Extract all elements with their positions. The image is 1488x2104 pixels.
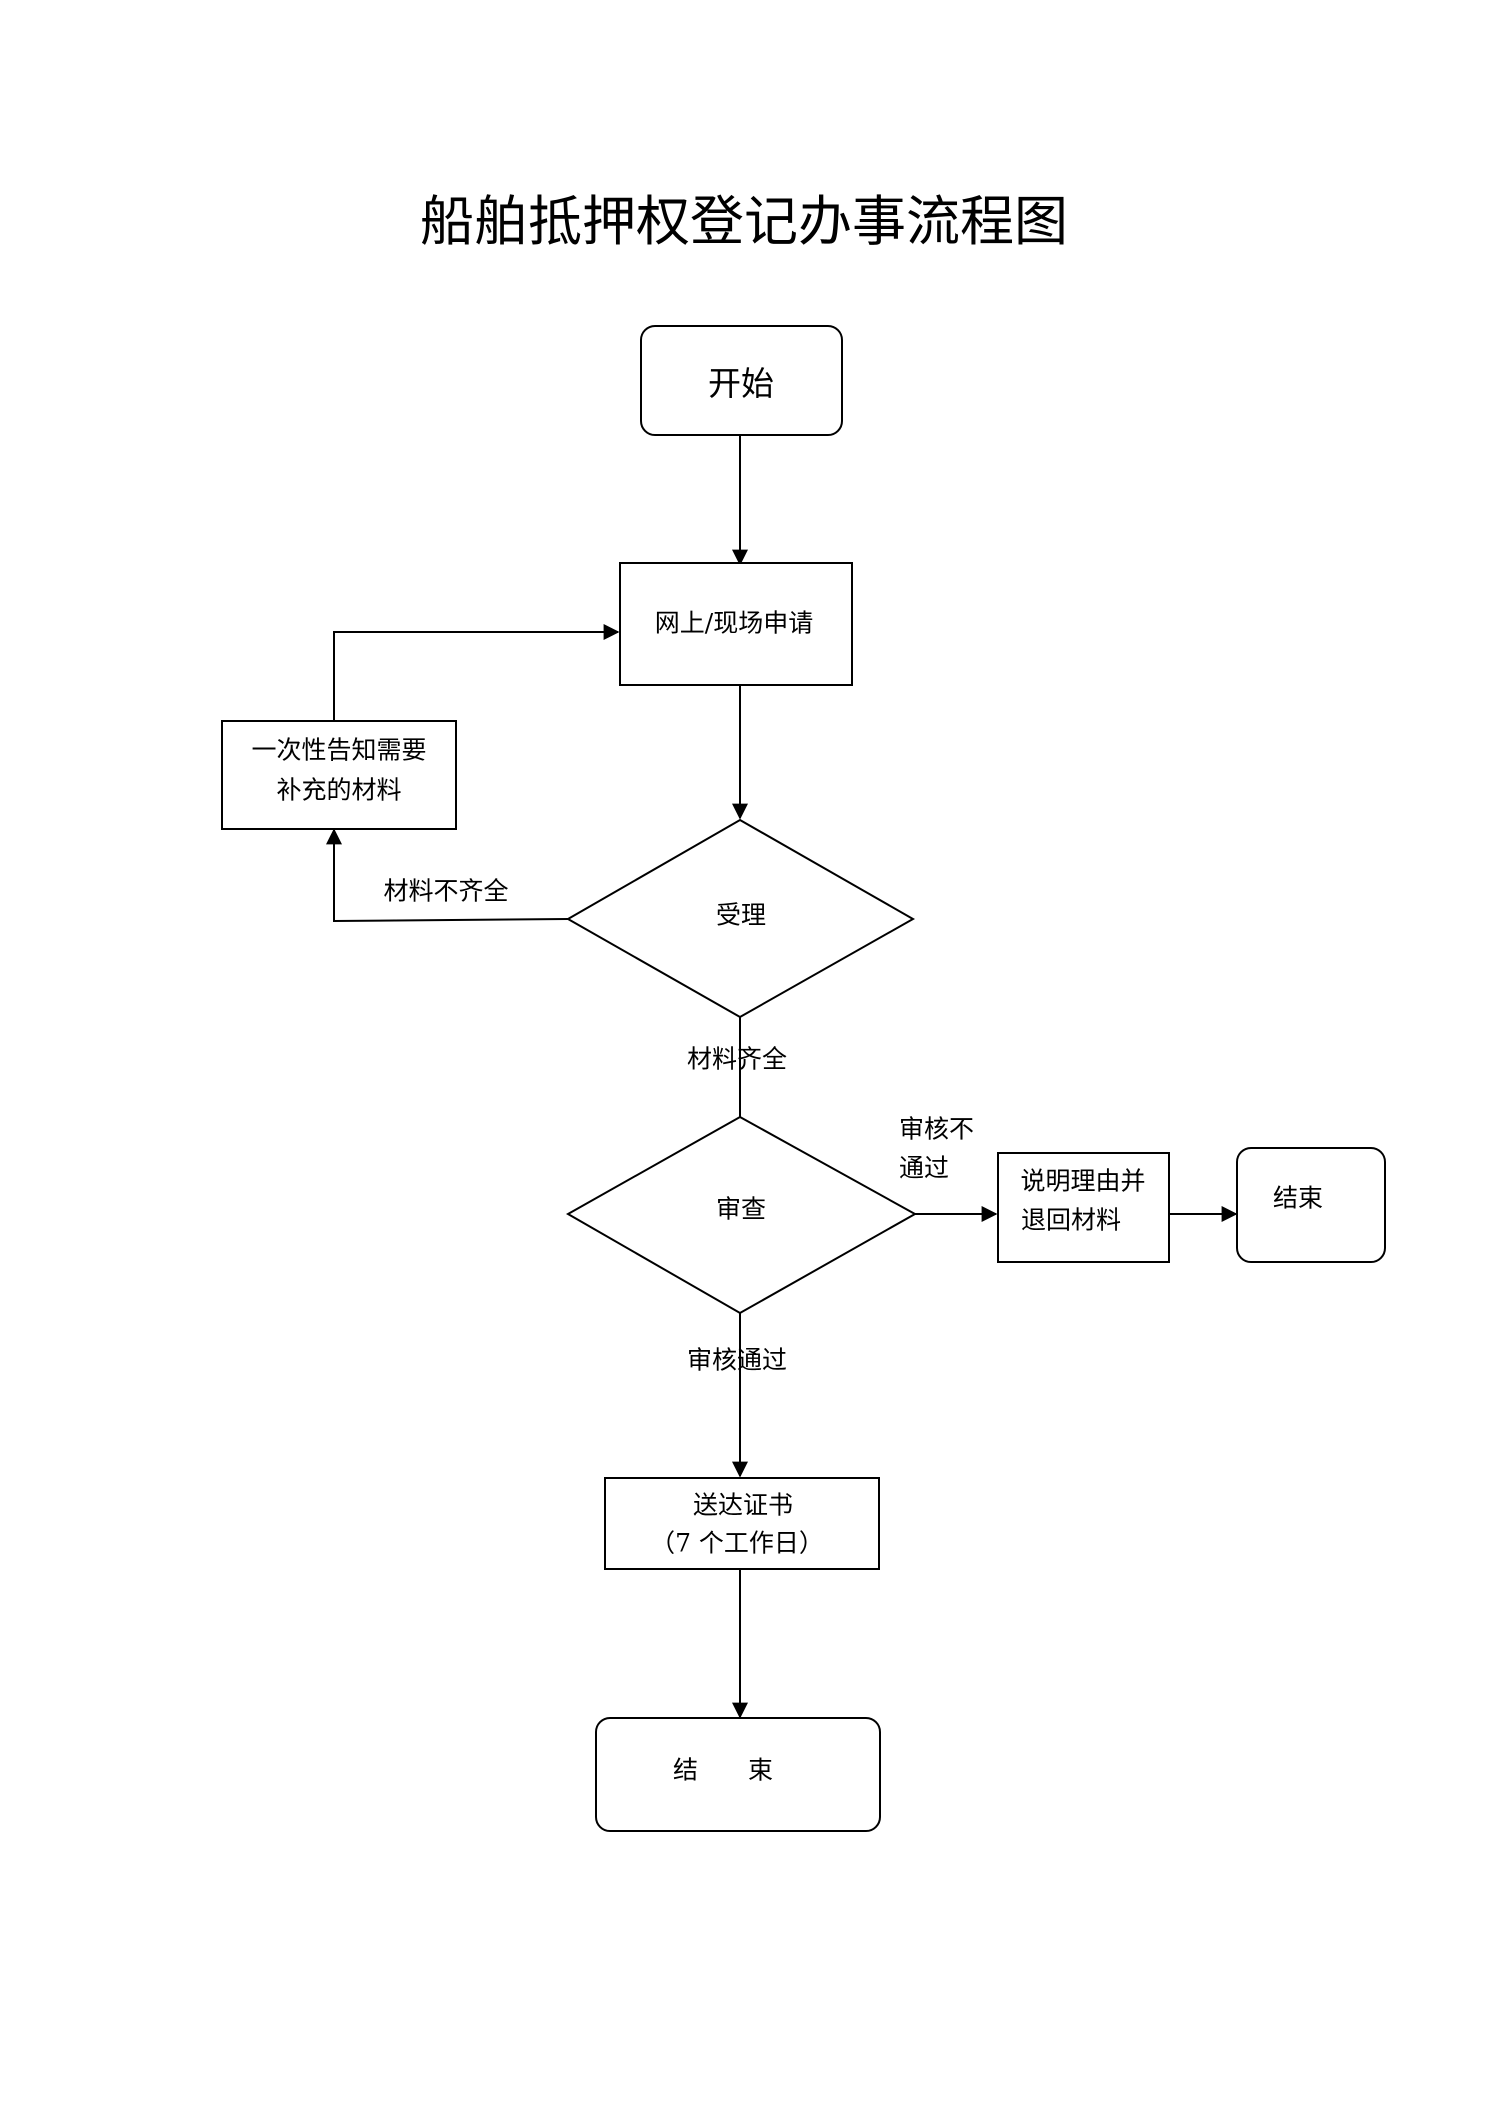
node-end: 结 束 xyxy=(595,1717,881,1832)
edge-accept-to-notify xyxy=(326,828,569,923)
edge-label-pass: 审核通过 xyxy=(687,1346,787,1375)
node-notify-label-line2: 补充的材料 xyxy=(276,776,401,805)
node-apply-label: 网上/现场申请 xyxy=(655,609,813,638)
node-apply: 网上/现场申请 xyxy=(619,562,853,686)
page-title: 船舶抵押权登记办事流程图 xyxy=(420,190,1068,253)
node-deliver: 送达证书 （7 个工作日） xyxy=(604,1477,880,1570)
node-accept-label: 受理 xyxy=(716,901,766,930)
edge-label-complete: 材料齐全 xyxy=(687,1045,787,1074)
node-deliver-label-line1: 送达证书 xyxy=(693,1491,793,1520)
node-notify: 一次性告知需要 补充的材料 xyxy=(221,720,457,830)
node-start: 开始 xyxy=(640,325,843,436)
node-end-label: 结 束 xyxy=(673,1756,773,1785)
edge-label-incomplete: 材料不齐全 xyxy=(383,877,508,906)
node-end-reject-label: 结束 xyxy=(1273,1184,1323,1213)
node-end-reject: 结束 xyxy=(1236,1147,1386,1263)
node-review-label: 审查 xyxy=(716,1195,766,1224)
node-notify-label-line1: 一次性告知需要 xyxy=(251,736,426,765)
node-review: 审查 xyxy=(565,1115,918,1315)
edge-label-fail-line2: 通过 xyxy=(899,1154,949,1183)
node-explain: 说明理由并 退回材料 xyxy=(997,1152,1170,1263)
node-explain-label-line1: 说明理由并 xyxy=(1020,1167,1145,1196)
node-accept: 受理 xyxy=(565,818,916,1019)
node-explain-label-line2: 退回材料 xyxy=(1021,1206,1121,1235)
node-deliver-label-line2: （7 个工作日） xyxy=(650,1529,824,1558)
node-start-label: 开始 xyxy=(708,364,774,403)
edge-label-fail-line1: 审核不 xyxy=(899,1115,974,1144)
edge-notify-to-apply xyxy=(333,624,620,720)
